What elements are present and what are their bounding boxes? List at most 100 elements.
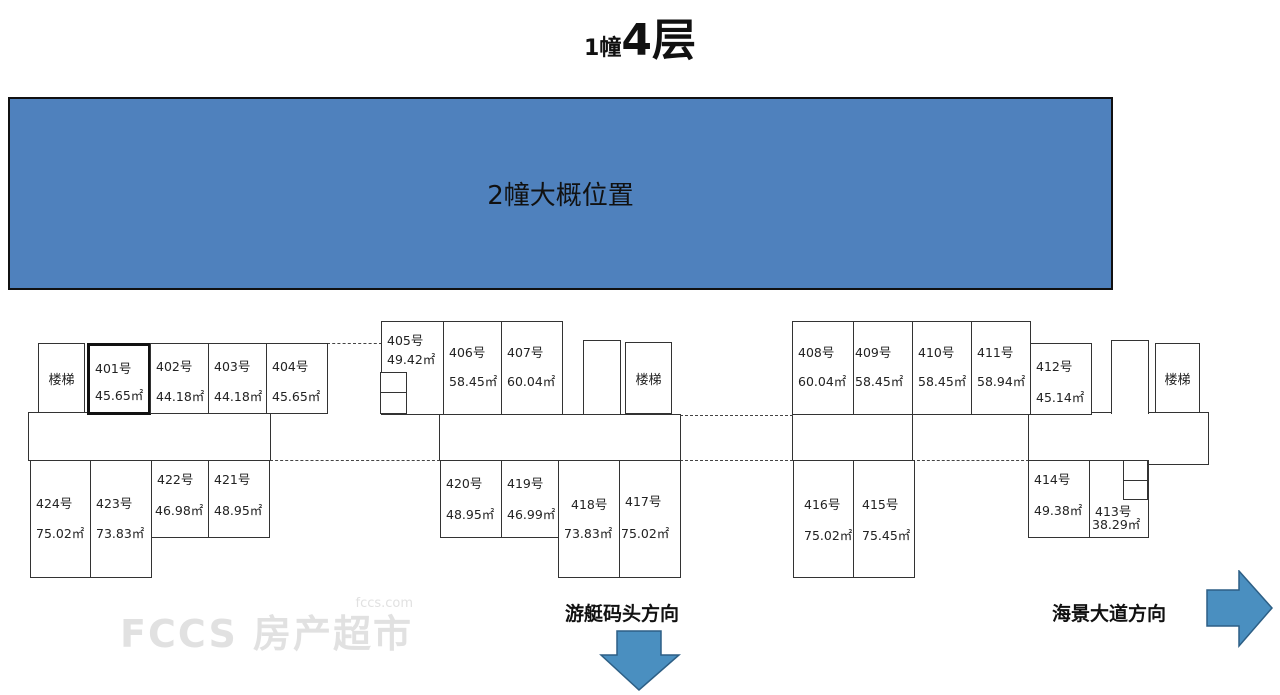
room-401[interactable]: 401号 45.65㎡ <box>87 343 151 415</box>
room-number: 401号 <box>95 361 132 376</box>
room-number: 420号 <box>446 476 483 491</box>
right-arrow-icon <box>1206 570 1273 648</box>
room-423[interactable]: 423号 73.83㎡ <box>90 460 152 578</box>
room-406[interactable]: 406号 58.45㎡ <box>443 321 502 415</box>
room-area: 73.83㎡ <box>96 526 145 541</box>
page-title: 1幢4层 <box>0 4 1280 68</box>
room-number: 402号 <box>156 359 193 374</box>
room-area: 58.45㎡ <box>918 374 967 389</box>
room-area: 38.29㎡ <box>1092 517 1141 532</box>
room-number: 409号 <box>855 345 892 360</box>
passage-right <box>1111 340 1149 414</box>
room-number: 417号 <box>625 494 662 509</box>
room-number: 414号 <box>1034 472 1071 487</box>
room-number: 404号 <box>272 359 309 374</box>
room-area: 46.99㎡ <box>507 507 556 522</box>
watermark-domain: fccs.com <box>355 596 414 611</box>
room-number: 424号 <box>36 496 73 511</box>
room-number: 410号 <box>918 345 955 360</box>
room-number: 403号 <box>214 359 251 374</box>
room-415[interactable]: 415号 75.45㎡ <box>853 460 915 578</box>
corridor-right-a <box>792 414 913 461</box>
room-area: 60.04㎡ <box>798 374 847 389</box>
room-number: 423号 <box>96 496 133 511</box>
room-number: 418号 <box>571 497 608 512</box>
dashed-line <box>327 343 382 344</box>
room-410[interactable]: 410号 58.45㎡ <box>912 321 972 415</box>
room-number: 407号 <box>507 345 544 360</box>
passage-middle <box>583 340 621 414</box>
marina-direction-label: 游艇码头方向 <box>565 603 680 625</box>
room-number: 416号 <box>804 497 841 512</box>
room-area: 60.04㎡ <box>507 374 556 389</box>
toilet <box>1123 480 1148 500</box>
stair-label: 楼梯 <box>635 372 662 388</box>
room-number: 411号 <box>977 345 1014 360</box>
room-area: 75.02㎡ <box>804 528 853 543</box>
dashed-line <box>680 460 793 461</box>
room-419[interactable]: 419号 46.99㎡ <box>501 460 560 538</box>
room-area: 75.02㎡ <box>36 526 85 541</box>
dashed-line <box>270 460 440 461</box>
room-number: 415号 <box>862 497 899 512</box>
room-area: 75.45㎡ <box>862 528 911 543</box>
toilet <box>380 392 407 414</box>
room-area: 48.95㎡ <box>446 507 495 522</box>
room-number: 406号 <box>449 345 486 360</box>
room-area: 45.14㎡ <box>1036 390 1085 405</box>
room-407[interactable]: 407号 60.04㎡ <box>501 321 563 415</box>
room-area: 73.83㎡ <box>564 526 613 541</box>
room-number: 419号 <box>507 476 544 491</box>
room-area: 48.95㎡ <box>214 503 263 518</box>
room-408[interactable]: 408号 60.04㎡ <box>792 321 854 415</box>
toilet <box>380 372 407 393</box>
room-421[interactable]: 421号 48.95㎡ <box>208 460 270 538</box>
room-number: 421号 <box>214 472 251 487</box>
toilet <box>1123 460 1148 481</box>
stair-left: 楼梯 <box>38 343 85 413</box>
dashed-line <box>680 415 793 416</box>
stair-label: 楼梯 <box>48 372 75 388</box>
room-409[interactable]: 409号 58.45㎡ <box>853 321 913 415</box>
room-area: 44.18㎡ <box>214 389 263 404</box>
room-number: 422号 <box>157 472 194 487</box>
corridor-right-b <box>1028 412 1209 465</box>
corridor-middle <box>439 414 681 461</box>
room-area: 75.02㎡ <box>621 526 670 541</box>
room-404[interactable]: 404号 45.65㎡ <box>266 343 328 414</box>
building-2-label: 2幢大概位置 <box>487 181 634 211</box>
room-area: 49.38㎡ <box>1034 503 1083 518</box>
corridor-left <box>28 412 271 461</box>
room-number: 405号 <box>387 333 424 348</box>
room-area: 45.65㎡ <box>95 388 144 403</box>
room-422[interactable]: 422号 46.98㎡ <box>151 460 209 538</box>
room-414[interactable]: 414号 49.38㎡ <box>1028 460 1090 538</box>
watermark: fccs.com FCCS 房产超市 <box>120 596 413 656</box>
room-424[interactable]: 424号 75.02㎡ <box>30 460 91 578</box>
stair-label: 楼梯 <box>1164 372 1191 388</box>
room-412[interactable]: 412号 45.14㎡ <box>1030 343 1092 415</box>
room-area: 45.65㎡ <box>272 389 321 404</box>
room-418[interactable]: 418号 73.83㎡ <box>558 460 620 578</box>
room-417[interactable]: 417号 75.02㎡ <box>619 460 681 578</box>
dashed-line <box>912 460 1029 461</box>
room-area: 46.98㎡ <box>155 503 204 518</box>
room-416[interactable]: 416号 75.02㎡ <box>793 460 854 578</box>
room-402[interactable]: 402号 44.18㎡ <box>150 343 209 414</box>
room-420[interactable]: 420号 48.95㎡ <box>440 460 502 538</box>
room-area: 44.18㎡ <box>156 389 205 404</box>
floor-number: 4层 <box>621 15 696 66</box>
room-area: 58.45㎡ <box>855 374 904 389</box>
watermark-brand: FCCS 房产超市 <box>120 612 414 656</box>
stair-right: 楼梯 <box>1155 343 1200 413</box>
room-403[interactable]: 403号 44.18㎡ <box>208 343 267 414</box>
down-arrow-icon <box>599 630 681 692</box>
room-area: 49.42㎡ <box>387 352 436 367</box>
room-number: 408号 <box>798 345 835 360</box>
room-number: 412号 <box>1036 359 1073 374</box>
room-area: 58.45㎡ <box>449 374 498 389</box>
stair-middle: 楼梯 <box>625 342 672 414</box>
building-number: 1幢 <box>584 36 622 61</box>
